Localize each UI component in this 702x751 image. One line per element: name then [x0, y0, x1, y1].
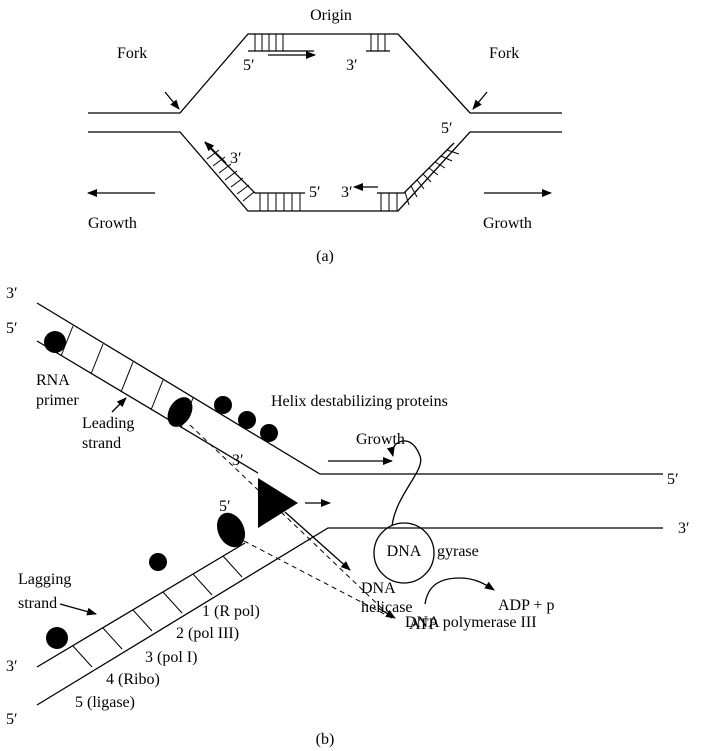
end-bottom-left-3-prime: 3′	[6, 658, 18, 675]
growth-label-b: Growth	[356, 431, 405, 448]
lagging-strand-label-2: strand	[18, 595, 57, 612]
bottom-strand-a	[88, 131, 562, 212]
end-right-3-prime: 3′	[678, 520, 690, 537]
enzyme-5-label: 5 (ligase)	[75, 694, 135, 711]
bottom-parent-strand-b	[36, 527, 663, 706]
dna-helicase-label-2: helicase	[361, 599, 413, 616]
rna-primer-label-1: RNA	[36, 372, 70, 389]
caption-a: (a)	[316, 248, 334, 265]
lagging-strand-label-1: Lagging	[18, 571, 71, 588]
helix-protein-1	[214, 396, 232, 414]
dashed-leading-to-pol3	[189, 424, 393, 619]
origin-rungs-a	[254, 34, 386, 51]
helix-proteins-label: Helix destabilizing proteins	[271, 393, 448, 410]
adp-label: ADP + p	[498, 597, 554, 614]
growth-right-label: Growth	[483, 215, 532, 232]
dna-gyrase-circle	[373, 522, 435, 584]
rna-primer-dot	[44, 331, 66, 353]
leading-3-prime: 3′	[232, 452, 244, 469]
growth-left-label: Growth	[88, 215, 137, 232]
end-bottom-left-5-prime: 5′	[6, 711, 18, 728]
dna-helicase-label-1: DNA	[361, 580, 396, 597]
helicase-pointer-arrow	[284, 511, 351, 571]
dna-polymerase-3-label: DNA polymerase III	[405, 614, 537, 631]
bottom-left-direction-arrow	[204, 141, 227, 164]
fork-right-label: Fork	[489, 45, 519, 62]
top-strand-a	[88, 33, 562, 114]
bottom-left-inner-strand-a	[204, 142, 305, 194]
top-5-prime: 5′	[243, 57, 255, 74]
bottom-left-3-prime: 3′	[230, 150, 242, 167]
enzyme-4-label: 4 (Ribo)	[106, 671, 160, 688]
dna-gyrase-dna-label: DNA	[387, 543, 422, 560]
pol3-pointer-arrow	[377, 607, 396, 619]
helix-protein-2	[238, 411, 256, 429]
lagging-rungs-b	[72, 555, 243, 668]
top-3-prime: 3′	[346, 57, 358, 74]
bottom-right-5-prime: 5′	[441, 120, 453, 137]
bottom-mid-3-prime: 3′	[341, 184, 353, 201]
dna-helicase-triangle	[258, 478, 298, 528]
lagging-strand-line-b	[36, 542, 246, 668]
gyrase-twist	[386, 440, 422, 527]
lagging-polymerase-blob	[216, 512, 246, 548]
lagging-dot-2	[46, 627, 68, 649]
end-top-left-5-prime: 5′	[6, 320, 18, 337]
fork-left-arrow	[164, 91, 180, 110]
top-parent-strand-b	[36, 302, 663, 475]
helix-protein-3	[260, 424, 278, 442]
bottom-rungs-a	[206, 149, 460, 211]
origin-label: Origin	[310, 7, 352, 24]
fork-right-arrow	[472, 91, 488, 110]
bottom-mid-5-prime: 5′	[309, 184, 321, 201]
fork-left-label: Fork	[117, 45, 147, 62]
enzyme-3-label: 3 (pol I)	[145, 649, 197, 666]
end-right-5-prime: 5′	[667, 471, 679, 488]
rna-primer-label-2: primer	[36, 392, 79, 409]
caption-b: (b)	[316, 731, 335, 748]
atp-label: ATP	[409, 616, 438, 633]
leading-strand-line-b	[36, 340, 259, 474]
bottom-right-inner-strand-a	[377, 142, 455, 194]
enzyme-1-label: 1 (R pol)	[202, 603, 260, 620]
leading-strand-label-2: strand	[82, 435, 121, 452]
lagging-dot-1	[149, 553, 167, 571]
leading-polymerase-blob	[167, 397, 193, 427]
end-top-left-3-prime: 3′	[6, 285, 18, 302]
lagging-5-prime: 5′	[219, 498, 231, 515]
dna-gyrase-label: gyrase	[437, 543, 479, 560]
panel-a: Origin Fork Fork 5′ 3′ 3′ 5′ 3′ 5′ Growt…	[87, 7, 562, 265]
lagging-strand-arrow	[59, 603, 97, 616]
leading-strand-label-1: Leading	[82, 415, 134, 432]
atp-adp-arrow	[424, 577, 495, 605]
panel-b: 3′ 5′ 5′ 3′ 3′ 5′ 3′ 5′ RNA primer Leadi…	[6, 285, 690, 748]
dashed-lagging-to-pol3	[243, 540, 393, 619]
enzyme-2-label: 2 (pol III)	[176, 625, 239, 642]
leading-strand-arrow	[111, 397, 127, 413]
